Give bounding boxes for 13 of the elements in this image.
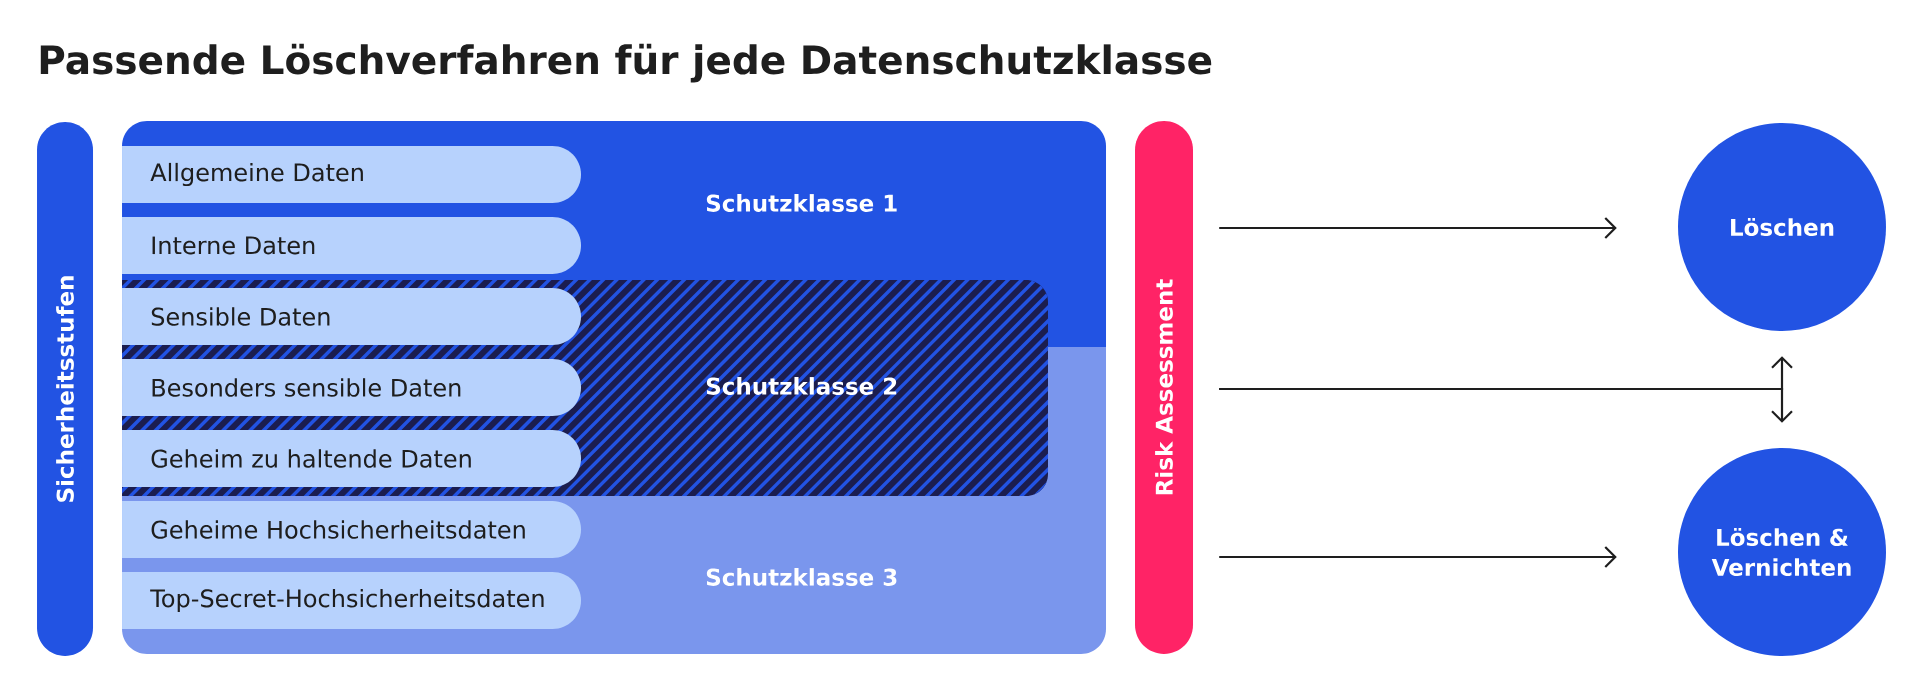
data-category-pill: Top-Secret-Hochsicherheitsdaten	[122, 572, 581, 629]
data-category-pill: Geheime Hochsicherheitsdaten	[122, 501, 581, 558]
data-category-pill: Sensible Daten	[122, 288, 581, 345]
data-category-pill: Interne Daten	[122, 217, 581, 274]
arrow	[1219, 546, 1617, 568]
vertical-label-bar: Risk Assessment	[1135, 121, 1193, 654]
data-category-pill: Allgemeine Daten	[122, 146, 581, 203]
data-category-pill: Besonders sensible Daten	[122, 359, 581, 416]
arrow	[1219, 217, 1617, 239]
title: Passende Löschverfahren für jede Datenschutzklasse	[40, 43, 1212, 83]
arrow	[1219, 387, 1793, 423]
data-category-pill: Geheim zu haltende Daten	[122, 430, 581, 487]
vertical-label-bar: Sicherheitsstufen	[37, 122, 93, 656]
